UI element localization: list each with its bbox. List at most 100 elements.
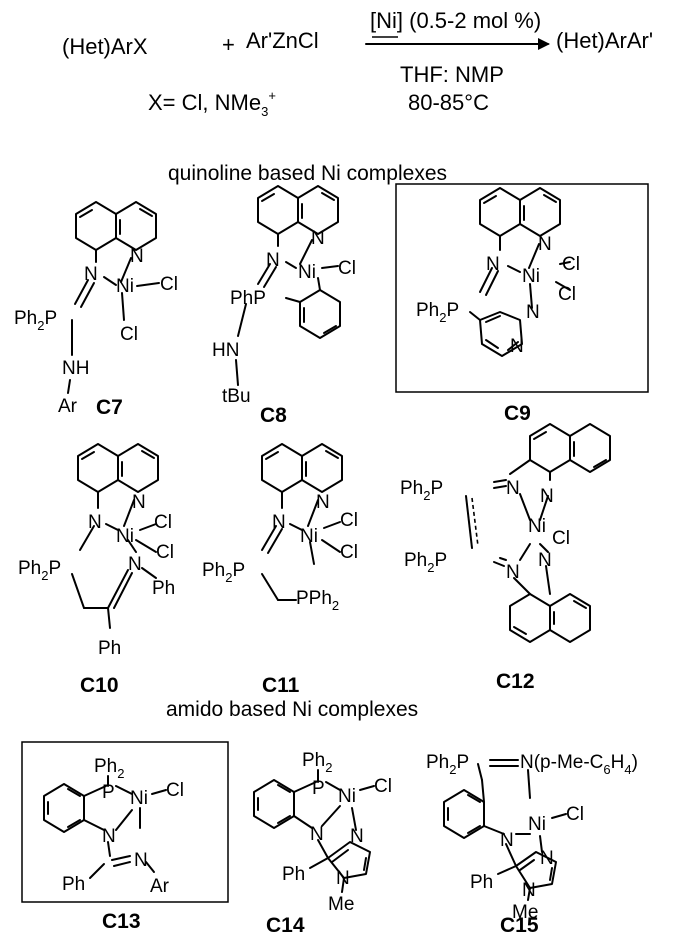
c12-ph2p-bottom: Ph2P <box>404 550 447 575</box>
atom-label: Ph <box>62 874 85 895</box>
c15-ph2p: Ph2P <box>426 752 469 777</box>
c10-ph2p: Ph2P <box>18 558 61 583</box>
atom-label: Cl <box>566 804 584 825</box>
compound-c13: Ph2 P Ni Cl N N Ph Ar C13 <box>21 741 229 933</box>
atom-label: N <box>310 824 324 845</box>
atom-label: N <box>522 880 536 901</box>
atom-label: HN <box>212 340 239 361</box>
atom-label: Cl <box>338 258 356 279</box>
label-c15: C15 <box>500 914 539 936</box>
atom-label: Cl <box>558 284 576 305</box>
reactant-2: Ar'ZnCl <box>246 28 319 53</box>
label-c8: C8 <box>260 404 287 427</box>
atom-label: N <box>316 492 330 513</box>
product-label: (Het)ArAr' <box>556 28 653 53</box>
atom-label: Ni <box>528 516 546 537</box>
arrow-head <box>538 38 550 50</box>
atom-label: Cl <box>120 324 138 345</box>
atom-label: N <box>500 830 514 851</box>
label-c11: C11 <box>262 674 300 697</box>
x-definition: X= Cl, NMe3+ <box>148 88 276 119</box>
atom-label: N <box>272 512 286 533</box>
atom-label: Ni <box>116 276 134 297</box>
atom-label: P <box>312 778 325 799</box>
c12-ph2p-top: Ph2P <box>400 478 443 503</box>
compound-c15: Ph2P N(p-Me-C6H4) Ni Cl N N N Ph Me C15 <box>426 752 638 936</box>
compound-c7: N N Ni Cl Cl Ph2P NH Ar C7 <box>14 201 178 419</box>
c7-ph2p: Ph2P <box>14 308 57 333</box>
atom-label: N <box>102 826 116 847</box>
label-c9: C9 <box>504 402 531 425</box>
label-c10: C10 <box>80 674 119 697</box>
atom-label: N <box>311 228 325 249</box>
atom-label: Cl <box>160 274 178 295</box>
atom-label: Ni <box>522 266 540 287</box>
atom-label: Cl <box>374 776 392 797</box>
atom-label: N <box>88 512 102 533</box>
c13-highlight-box <box>21 741 229 903</box>
compound-c10: N N Ni Cl Cl N Ph2P Ph Ph C10 <box>18 443 175 697</box>
compound-c11: N N Ni Cl Cl Ph2P PPh2 C11 <box>202 443 358 697</box>
atom-label: Ni <box>528 814 546 835</box>
atom-label: Cl <box>156 542 174 563</box>
c14-ph2: Ph2 <box>302 750 332 775</box>
atom-label: N <box>540 486 554 507</box>
atom-label: N <box>506 562 520 583</box>
compound-c14: Ph2 P Ni Cl N N N Ph Me C14 <box>253 750 392 936</box>
atom-label: N <box>130 246 144 267</box>
plus-sign: + <box>222 32 235 57</box>
compound-c9: N N Ni Cl Cl N N Ph2P C9 <box>395 183 649 425</box>
c15-n-aryl: N(p-Me-C6H4) <box>520 752 638 777</box>
atom-label: Cl <box>562 254 580 275</box>
label-c12: C12 <box>496 670 535 693</box>
atom-label: Ph <box>282 864 305 885</box>
label-c13: C13 <box>102 910 141 933</box>
atom-label: N <box>350 826 364 847</box>
catalyst-label: [Ni] (0.5-2 mol %) <box>370 8 541 33</box>
atom-label: Ni <box>338 786 356 807</box>
atom-label: Ar <box>150 876 170 897</box>
atom-label: N <box>538 550 552 571</box>
atom-label: tBu <box>222 386 251 407</box>
atom-label: N <box>538 234 552 255</box>
atom-label: N <box>540 848 554 869</box>
temperature-label: 80-85°C <box>408 90 489 115</box>
atom-label: Ni <box>130 788 148 809</box>
atom-label: Ph <box>470 872 493 893</box>
atom-label: Ph <box>152 578 175 599</box>
atom-label: N <box>526 302 540 323</box>
compound-c12: Ph2P N N Ni Cl N Ph2P N C12 <box>400 423 611 693</box>
atom-label: Me <box>512 902 538 923</box>
atom-label: N <box>336 868 350 889</box>
atom-label: Cl <box>154 512 172 533</box>
atom-label: N <box>84 264 98 285</box>
reaction-scheme: (Het)ArX + Ar'ZnCl [Ni] (0.5-2 mol %) (H… <box>62 8 653 119</box>
atom-label: Cl <box>340 510 358 531</box>
atom-label: PhP <box>230 288 266 309</box>
atom-label: NH <box>62 358 89 379</box>
atom-label: P <box>102 782 115 803</box>
atom-label: Ni <box>116 526 134 547</box>
compound-c8: N N Ni Cl PhP HN tBu C8 <box>212 185 356 427</box>
atom-label: N <box>134 850 148 871</box>
label-c14: C14 <box>266 914 305 936</box>
atom-label: Cl <box>552 528 570 549</box>
atom-label: Cl <box>340 542 358 563</box>
atom-label: Cl <box>166 780 184 801</box>
solvent-label: THF: NMP <box>400 62 504 87</box>
atom-label: Me <box>328 894 354 915</box>
c11-ph2p: Ph2P <box>202 560 245 585</box>
atom-label: N <box>506 478 520 499</box>
c13-ph2: Ph2 <box>94 756 124 781</box>
reactant-1: (Het)ArX <box>62 34 148 59</box>
atom-label: N <box>128 554 142 575</box>
atom-label: Ph <box>98 638 121 659</box>
c11-pph2: PPh2 <box>296 588 339 613</box>
c9-highlight-box <box>395 183 649 393</box>
atom-label: N <box>266 250 280 271</box>
atom-label: Ni <box>298 262 316 283</box>
atom-label: N <box>486 254 500 275</box>
atom-label: Ni <box>300 526 318 547</box>
label-c7: C7 <box>96 396 123 419</box>
